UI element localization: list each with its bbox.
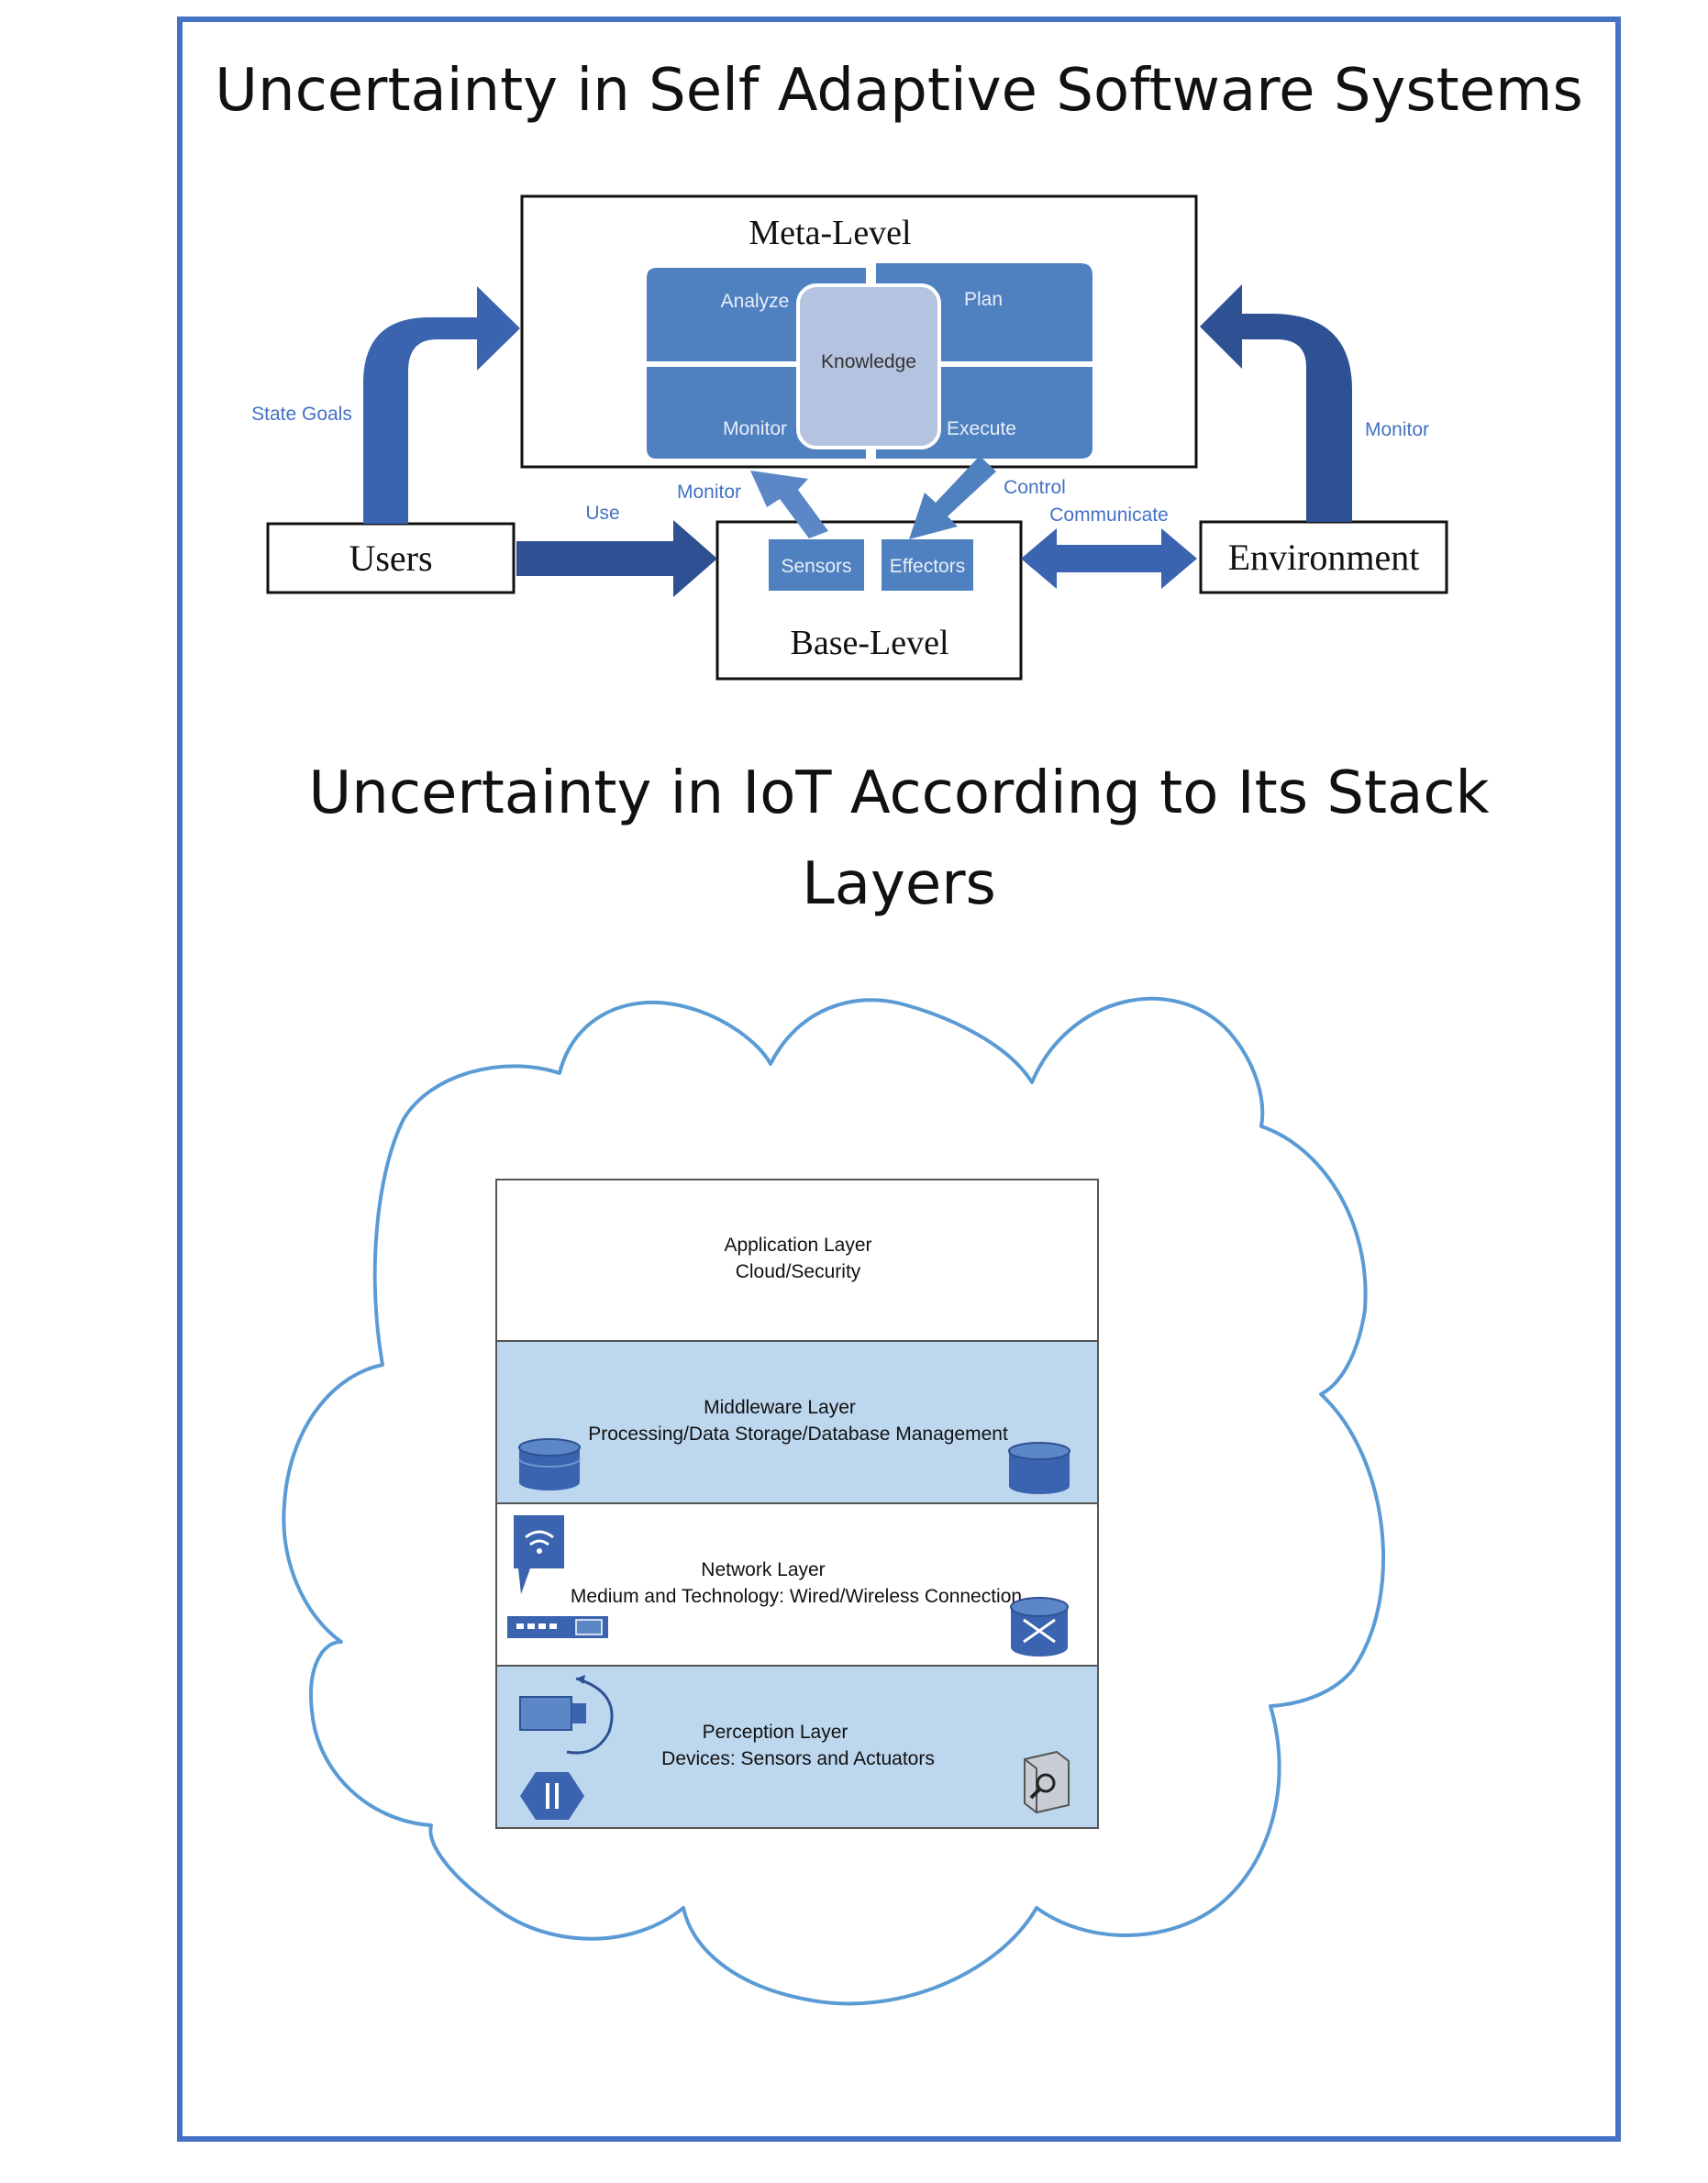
network-layer-desc: Medium and Technology: Wired/Wireless Co… (571, 1586, 1022, 1607)
iot-layer-stack: Application Layer Cloud/Security Middlew… (495, 1179, 1099, 1829)
use-label: Use (585, 503, 619, 524)
scanner-icon (1024, 1750, 1070, 1814)
top-title: Uncertainty in Self Adaptive Software Sy… (215, 57, 1583, 125)
knowledge-block (796, 283, 941, 449)
plan-label: Plan (964, 289, 1003, 310)
sensors-label: Sensors (781, 556, 851, 577)
bottom-title-line2: Layers (802, 850, 996, 918)
monitor-mape-label: Monitor (723, 418, 787, 439)
effectors-label: Effectors (890, 556, 965, 577)
network-layer-box (495, 1502, 1099, 1667)
perception-layer-box (495, 1665, 1099, 1829)
bottom-title-line1: Uncertainty in IoT According to Its Stac… (308, 759, 1489, 827)
outer-frame (177, 17, 1621, 2142)
database-icon (518, 1438, 581, 1490)
monitor-sensors-arrow (750, 471, 828, 538)
effectors-block (882, 539, 973, 591)
middleware-layer-desc: Processing/Data Storage/Database Managem… (588, 1424, 1008, 1445)
base-level-label: Base-Level (790, 624, 948, 662)
users-label: Users (349, 537, 432, 579)
state-goals-label: State Goals (251, 404, 352, 425)
sensors-block (769, 539, 864, 591)
communicate-arrow (1021, 528, 1197, 589)
application-layer-desc: Cloud/Security (736, 1261, 861, 1282)
environment-label: Environment (1228, 537, 1420, 578)
router-icon (1010, 1597, 1069, 1657)
application-layer-box (495, 1179, 1099, 1342)
camera-icon (519, 1675, 614, 1755)
users-box (266, 522, 516, 594)
mape-loop: Analyze Plan Monitor Execute Knowledge (647, 263, 1092, 459)
perception-layer: Perception Layer Devices: Sensors and Ac… (495, 1665, 1099, 1829)
knowledge-label: Knowledge (821, 351, 916, 372)
communicate-label: Communicate (1049, 504, 1169, 526)
control-label: Control (1004, 477, 1066, 498)
wifi-icon (514, 1515, 564, 1594)
middleware-layer-box (495, 1340, 1099, 1504)
control-effectors-arrow (909, 456, 996, 539)
monitor-environment-arrow (1200, 284, 1352, 522)
analyze-label: Analyze (721, 291, 790, 312)
application-layer-title: Application Layer (724, 1235, 871, 1256)
middleware-layer-title: Middleware Layer (704, 1397, 856, 1418)
monitor-left-label: Monitor (677, 482, 741, 503)
cloud-shape (282, 996, 1385, 2006)
database-icon (1008, 1442, 1070, 1494)
state-goals-arrow (363, 286, 520, 524)
switch-icon (507, 1616, 608, 1638)
perception-layer-title: Perception Layer (703, 1722, 848, 1743)
middleware-layer: Middleware Layer Processing/Data Storage… (495, 1340, 1099, 1504)
application-layer: Application Layer Cloud/Security (495, 1179, 1099, 1342)
capacitor-icon (520, 1772, 584, 1820)
monitor-right-label: Monitor (1365, 419, 1429, 440)
meta-level-label: Meta-Level (749, 214, 911, 252)
execute-label: Execute (947, 418, 1016, 439)
perception-layer-desc: Devices: Sensors and Actuators (661, 1748, 935, 1769)
network-layer: Network Layer Medium and Technology: Wir… (495, 1502, 1099, 1667)
environment-box (1199, 520, 1448, 594)
network-layer-title: Network Layer (701, 1559, 825, 1580)
use-arrow (516, 520, 717, 597)
